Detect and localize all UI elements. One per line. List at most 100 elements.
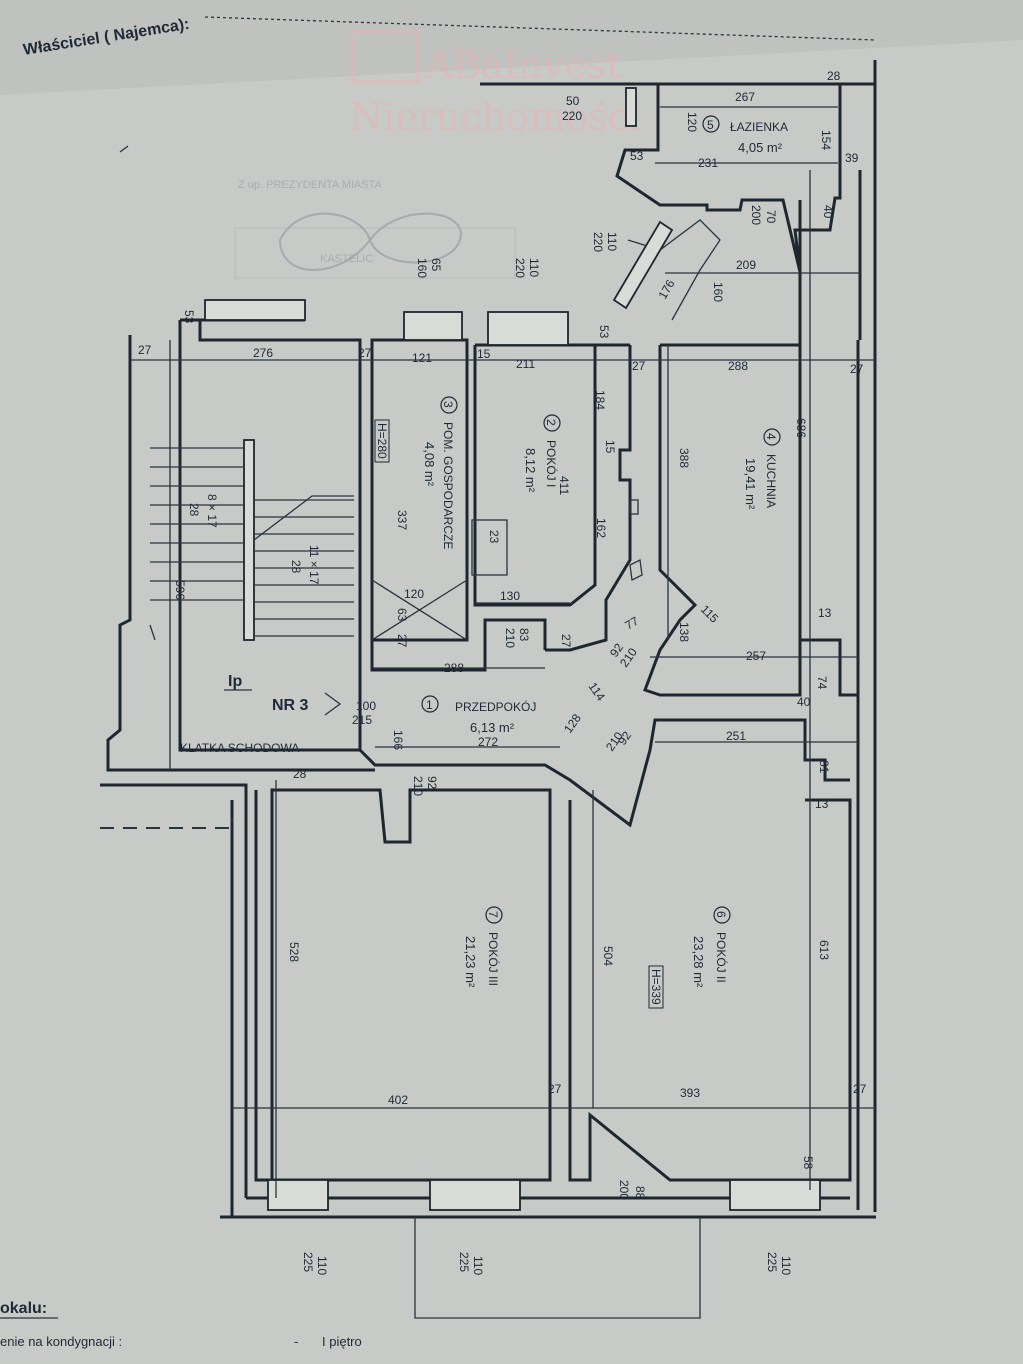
room-labels: 5 ŁAZIENKA 4,05 m² 3 POM. GOSPODARCZE 4,… — [180, 115, 788, 1009]
stairs-b-depth: 28 — [289, 560, 303, 574]
bathroom-walls — [615, 82, 842, 273]
dim-27h: 27 — [853, 1082, 867, 1096]
dim-58: 58 — [801, 1156, 815, 1170]
dim-70: 70 — [764, 210, 778, 224]
unit-arrow-icon — [324, 692, 342, 716]
watermark-line1: ABaInvest — [424, 43, 621, 87]
hall-top-walls — [370, 618, 547, 672]
room7-area: 21,23 m² — [463, 936, 478, 988]
dim-53a: 53 — [630, 149, 644, 163]
stair-handrail — [243, 439, 255, 641]
dashed-stair-line — [100, 818, 233, 829]
dim-28b: 28 — [293, 767, 307, 781]
store-cross-b — [371, 579, 468, 641]
dim-110e: 110 — [779, 1256, 793, 1275]
window-stairwell — [204, 299, 306, 321]
dim-65: 65 — [429, 258, 443, 272]
cabinet — [471, 519, 508, 576]
room1-number: 1 — [426, 698, 433, 712]
dim-13a: 13 — [818, 606, 832, 620]
room7-number-circle — [485, 906, 503, 924]
dim-160: 160 — [711, 282, 725, 302]
stairwell-bottom-wall — [100, 783, 248, 1198]
dim-220c: 220 — [513, 258, 527, 278]
dim-200b: 200 — [617, 1180, 631, 1200]
dim-686: 686 — [794, 418, 808, 438]
corridor-walls — [545, 345, 632, 652]
dim-27f: 27 — [559, 634, 573, 648]
room5-number-circle — [702, 115, 720, 133]
window-room-iii-a — [267, 1179, 329, 1211]
room3-label: 3 POM. GOSPODARCZE 4,08 m² — [422, 396, 458, 549]
window-store-room — [403, 311, 463, 341]
room3-number-circle — [440, 396, 458, 414]
dim-81: 81 — [817, 760, 831, 774]
dim-211: 211 — [516, 357, 535, 371]
dim-130: 130 — [500, 589, 520, 603]
room-ii-walls — [568, 798, 852, 1182]
room3-number: 3 — [441, 401, 455, 408]
dim-138: 138 — [677, 622, 691, 642]
room6-area: 23,28 m² — [691, 936, 706, 988]
dim-210a: 210 — [503, 628, 517, 648]
stair-landing-line — [253, 495, 354, 541]
footer-location-label: enie na kondygnacji : — [0, 1334, 122, 1349]
window-bathroom — [625, 87, 637, 127]
dim-121: 121 — [412, 351, 432, 365]
dim-50: 50 — [566, 94, 580, 108]
dim-220b: 220 — [591, 232, 605, 252]
kitchen-bottom-right — [800, 638, 858, 697]
dim-209: 209 — [736, 258, 756, 272]
window-room-ii — [729, 1179, 821, 1211]
dim-77: 77 — [623, 614, 642, 633]
room2-number: 2 — [544, 419, 558, 426]
footer-dash: - — [294, 1334, 298, 1349]
dim-39: 39 — [845, 151, 859, 165]
dim-225b: 225 — [457, 1252, 471, 1272]
staircase — [149, 447, 354, 641]
dim-288b: 288 — [444, 661, 464, 675]
room4-area: 19,41 m² — [743, 458, 758, 510]
stamp-line2: KASTELIC — [320, 253, 373, 265]
dim-27b: 27 — [358, 346, 372, 360]
room7-name: POKÓJ III — [486, 932, 501, 986]
dim-92c: 92 — [425, 776, 439, 790]
dim-528: 528 — [287, 942, 301, 962]
paper-shadow — [0, 0, 1023, 95]
room1-number-circle — [421, 695, 439, 713]
dim-225c: 225 — [765, 1252, 779, 1272]
room6-number: 6 — [714, 911, 728, 918]
room5-area: 4,05 m² — [738, 140, 783, 155]
dim-63: 63 — [395, 608, 409, 622]
dim-100: 100 — [356, 699, 376, 713]
dim-337: 337 — [395, 510, 409, 530]
dim-251: 251 — [726, 729, 746, 743]
tick-mark — [119, 145, 129, 153]
dim-120a: 120 — [685, 112, 699, 132]
stairwell-label: KLATKA SCHODOWA — [180, 741, 299, 755]
dim-53b: 53 — [182, 310, 196, 324]
watermark-house-icon — [350, 30, 420, 84]
room4-number: 4 — [764, 433, 778, 440]
owner-dotted-line — [204, 16, 876, 41]
walls — [100, 60, 877, 1319]
kitchen-fixture — [629, 499, 639, 515]
dim-200: 200 — [749, 205, 763, 225]
unit-label: NR 3 — [272, 697, 309, 714]
watermark-line2: Nieruchomości — [350, 95, 641, 139]
window-room-iii-b — [429, 1179, 521, 1211]
dim-15b: 15 — [603, 440, 617, 454]
stamp-line1: Z up. PREZYDENTA MIASTA — [238, 179, 383, 191]
hall-bottom-walls — [358, 718, 850, 828]
stairs-a-depth: 28 — [187, 503, 201, 517]
room2-area: 8,12 m² — [523, 448, 538, 493]
room1-area: 6,13 m² — [470, 720, 515, 735]
dim-27d: 27 — [850, 362, 864, 376]
dim-184: 184 — [593, 390, 607, 410]
room2-number-circle — [543, 414, 561, 432]
dim-225a: 225 — [301, 1252, 315, 1272]
dim-23: 23 — [487, 530, 501, 544]
dim-83: 83 — [517, 628, 531, 642]
